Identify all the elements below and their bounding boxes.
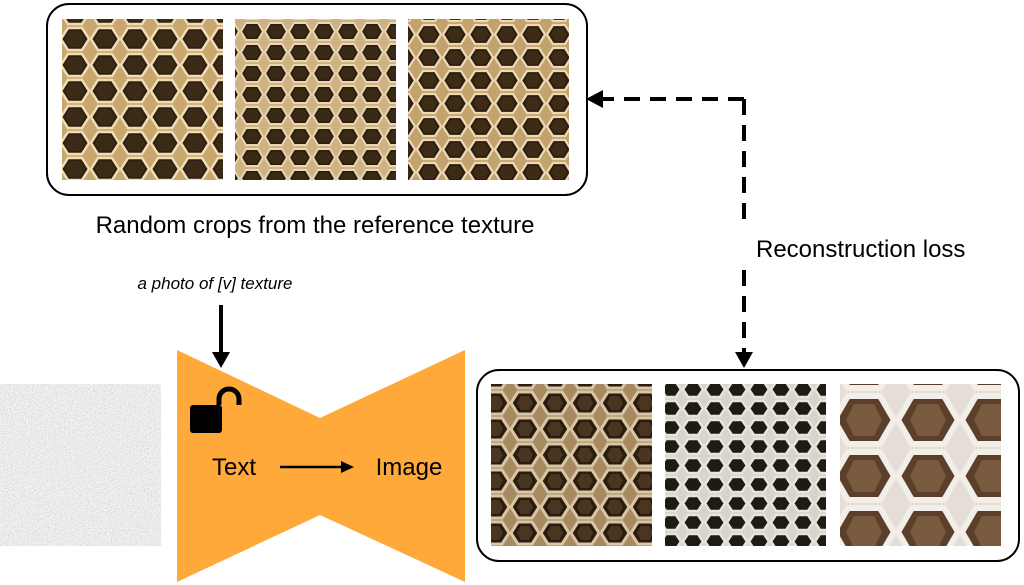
text-to-image-arrow-head xyxy=(341,461,354,473)
unlocked-padlock-icon xyxy=(190,386,242,433)
reference-crops-panel xyxy=(46,3,588,196)
noise-input-image xyxy=(0,384,161,546)
loss-arrow-head-left xyxy=(586,90,603,108)
reference-crop-3 xyxy=(408,19,569,180)
reconstruction-loss-label: Reconstruction loss xyxy=(756,236,965,263)
reference-crop-1 xyxy=(62,19,223,180)
generated-crop-2 xyxy=(665,384,826,546)
model-input-label: Text xyxy=(212,454,256,481)
loss-arrow-head-down xyxy=(735,352,753,368)
prompt-arrow-head xyxy=(212,352,230,368)
generated-crop-1 xyxy=(491,384,652,546)
reconstruction-loss-connector xyxy=(586,90,753,368)
reference-crop-2 xyxy=(235,19,396,180)
prompt-text: a photo of [v] texture xyxy=(138,274,293,293)
generated-crop-3 xyxy=(840,384,1001,546)
model-output-label: Image xyxy=(376,454,443,481)
reference-caption: Random crops from the reference texture xyxy=(96,212,535,239)
generated-crops-panel xyxy=(476,369,1020,562)
